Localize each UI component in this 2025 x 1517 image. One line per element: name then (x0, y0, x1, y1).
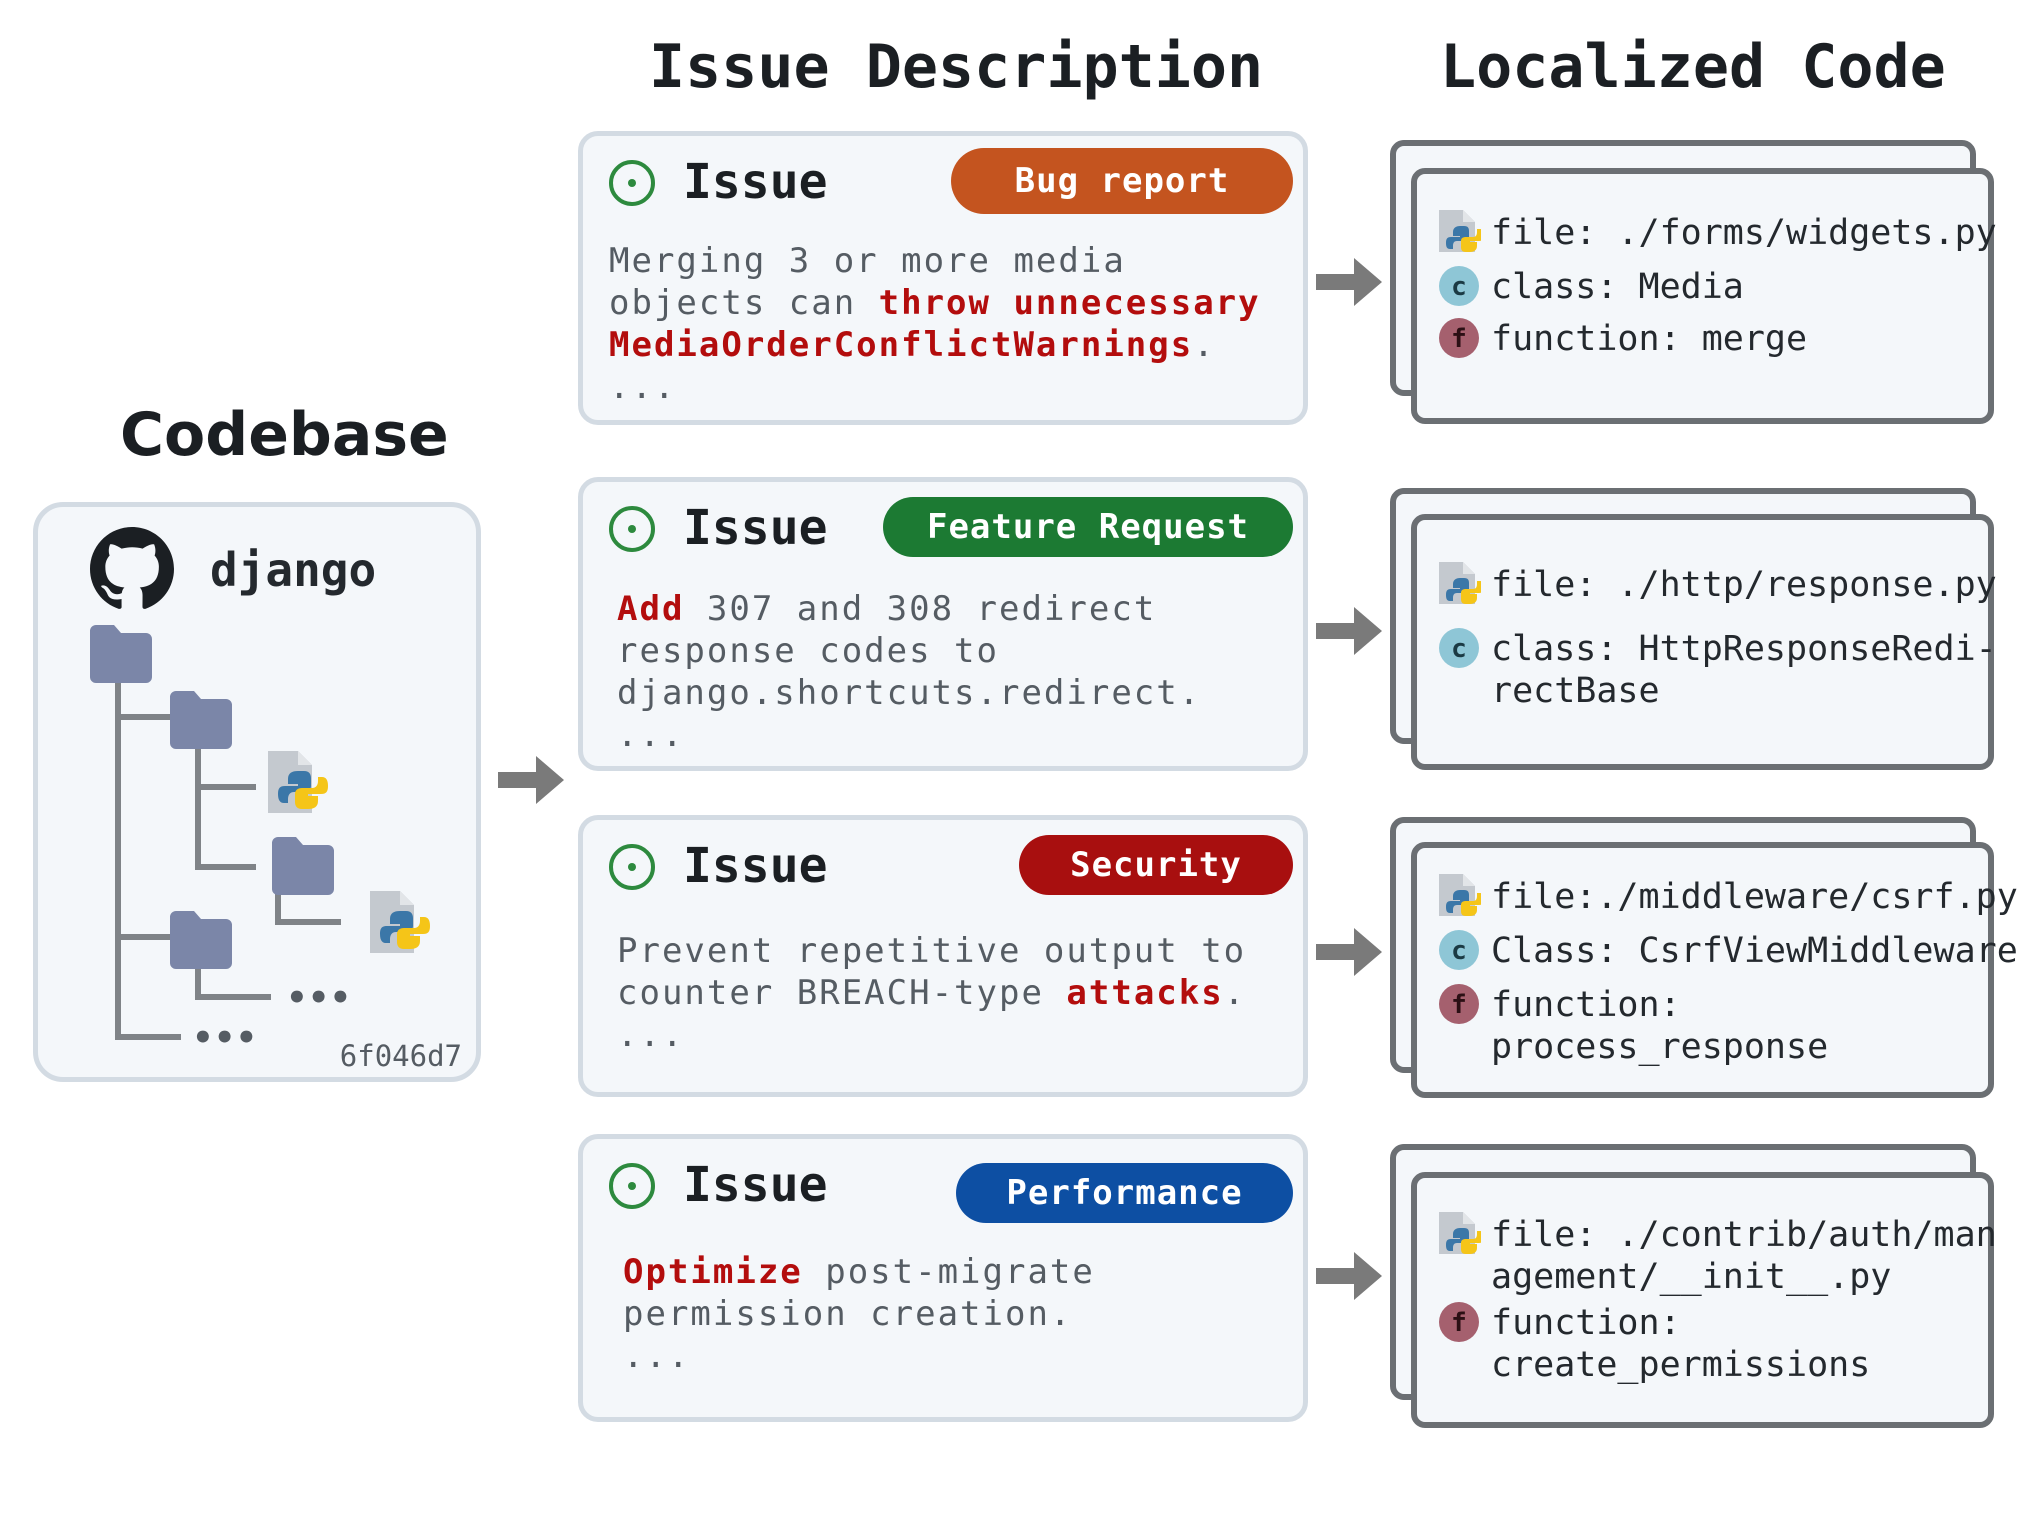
localized-text: file: ./forms/widgets.py (1491, 213, 1997, 253)
issue-text-part: . ... (617, 973, 1247, 1055)
issue-text: Prevent repetitive output to counter BRE… (617, 930, 1246, 1056)
tree-ellipsis: ••• (192, 1018, 257, 1058)
issue-text-part: Prevent repetitive output to counter BRE… (617, 931, 1247, 1013)
function-icon: f (1437, 982, 1481, 1026)
svg-text:c: c (1451, 634, 1467, 664)
tree-ellipsis: ••• (286, 978, 351, 1018)
badge-feature-request: Feature Request (883, 497, 1293, 557)
localized-text: function: create_permissions (1491, 1303, 1871, 1385)
localized-row: file: ./forms/widgets.py (1437, 210, 1997, 254)
issue-title: Issue (683, 500, 828, 556)
issue-text-part: post-migrate permission creation. ... (623, 1252, 1095, 1376)
localized-code-heading: Localized Code (1440, 32, 1946, 102)
class-icon: c (1437, 626, 1481, 670)
localized-card: file: ./contrib/auth/man agement/__init_… (1411, 1172, 1997, 1428)
python-file-icon (1437, 1212, 1484, 1256)
issue-text-highlight: attacks (1066, 973, 1224, 1013)
issue-open-icon (609, 1163, 655, 1209)
codebase-heading: Codebase (120, 400, 449, 470)
localized-text: function: process_response (1491, 985, 1829, 1067)
localized-card: file:./middleware/csrf.py c Class: CsrfVie… (1411, 842, 2018, 1098)
issue-open-icon (609, 160, 655, 206)
arrow-icon (1316, 607, 1382, 655)
python-file-icon (370, 891, 430, 953)
folder-icon (90, 625, 152, 683)
folder-icon (272, 837, 334, 895)
localized-row: f function: create_permissions (1437, 1302, 1980, 1386)
localized-row: file:./middleware/csrf.py (1437, 874, 2018, 918)
issue-title: Issue (683, 154, 828, 210)
issue-text: Add 307 and 308 redirect response codes … (617, 588, 1201, 756)
localized-text: file: ./http/response.py (1491, 565, 1997, 605)
issue-card-security: Issue Security Prevent repetitive output… (578, 815, 1308, 1097)
issue-description-heading: Issue Description (649, 32, 1264, 102)
localized-row: f function: process_response (1437, 984, 1980, 1068)
codebase-panel: django ••• (33, 502, 481, 1082)
issue-title: Issue (683, 1157, 828, 1213)
localized-row: c class: HttpResponseRedi- rectBase (1437, 626, 1997, 712)
localized-row: f function: merge (1437, 318, 1980, 360)
localized-row: file: ./http/response.py (1437, 562, 1997, 606)
issue-text-highlight: Add (617, 589, 685, 629)
localized-card: file: ./http/response.py c class: HttpResp… (1411, 514, 1997, 770)
svg-text:f: f (1451, 324, 1467, 354)
issue-card-feature: Issue Feature Request Add 307 and 308 re… (578, 477, 1308, 771)
arrow-icon (1316, 258, 1382, 306)
badge-bug-report: Bug report (951, 148, 1293, 214)
issue-card-performance: Issue Performance Optimize post-migrate … (578, 1134, 1308, 1422)
python-file-icon (268, 751, 328, 813)
localized-text: file:./middleware/csrf.py (1491, 877, 2018, 917)
issue-card-bug: Issue Bug report Merging 3 or more media… (578, 131, 1308, 425)
folder-icon (170, 911, 232, 969)
python-file-icon (1437, 874, 1484, 918)
localized-row: c class: Media (1437, 266, 1980, 308)
github-icon (90, 527, 174, 609)
class-icon: c (1437, 928, 1481, 972)
commit-hash: 6f046d7 (339, 1039, 462, 1073)
localized-text: function: merge (1491, 319, 1808, 359)
localized-text: class: HttpResponseRedi- rectBase (1491, 629, 1997, 711)
folder-icon (170, 691, 232, 749)
svg-text:c: c (1451, 936, 1467, 966)
localized-row: c Class: CsrfViewMiddleware (1437, 928, 2018, 972)
issue-text-highlight: throw unnecessary MediaOrderConflictWarn… (609, 283, 1261, 365)
issue-text-part: Merging 3 or more media objects can (609, 241, 1126, 323)
python-file-icon (1437, 562, 1484, 606)
arrow-icon (498, 756, 564, 804)
issue-text: Merging 3 or more media objects can thro… (609, 240, 1261, 408)
svg-text:f: f (1451, 990, 1467, 1020)
issue-text-part: 307 and 308 redirect response codes to d… (617, 589, 1202, 755)
svg-text:f: f (1451, 1308, 1467, 1338)
issue-title: Issue (683, 838, 828, 894)
localized-text: class: Media (1491, 267, 1744, 307)
localized-text: file: ./contrib/auth/man agement/__init_… (1491, 1215, 1997, 1297)
issue-text-part: . ... (609, 325, 1216, 407)
arrow-icon (1316, 1252, 1382, 1300)
issue-text: Optimize post-migrate permission creatio… (623, 1251, 1095, 1377)
issue-text-highlight: Optimize (623, 1252, 803, 1292)
class-icon: c (1437, 264, 1481, 308)
python-file-icon (1437, 210, 1484, 254)
file-tree: ••• ••• (90, 625, 430, 1058)
localized-row: file: ./contrib/auth/man agement/__init_… (1437, 1212, 1997, 1298)
badge-security: Security (1019, 835, 1293, 895)
issue-open-icon (609, 506, 655, 552)
localized-text: Class: CsrfViewMiddleware (1491, 931, 2018, 971)
issue-open-icon (609, 844, 655, 890)
repo-name: django (210, 543, 377, 597)
badge-performance: Performance (956, 1163, 1293, 1223)
arrow-icon (1316, 928, 1382, 976)
function-icon: f (1437, 316, 1481, 360)
svg-text:c: c (1451, 272, 1467, 302)
function-icon: f (1437, 1300, 1481, 1344)
